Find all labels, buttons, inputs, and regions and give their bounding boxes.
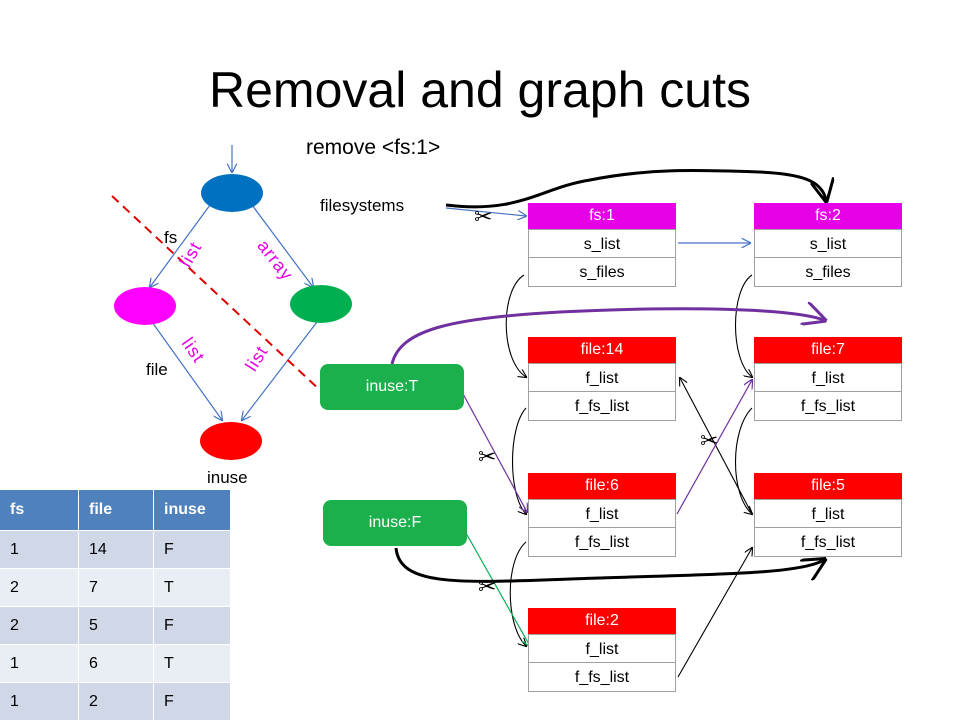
inuse-true-box: inuse:T	[320, 364, 464, 410]
filesystems-label: filesystems	[320, 196, 405, 215]
table-cell: 2	[0, 606, 79, 645]
table-cell: T	[153, 644, 231, 683]
record-field: f_list	[754, 363, 902, 392]
table-cell: 2	[78, 682, 154, 720]
scissors-icon: ✂	[478, 444, 497, 469]
table-cell: T	[153, 568, 231, 607]
table-cell: F	[153, 530, 231, 569]
table-cell: F	[153, 682, 231, 720]
record-header: file:14	[528, 337, 676, 363]
record-field: f_fs_list	[528, 528, 676, 557]
record-header: file:6	[528, 473, 676, 499]
record-field: f_fs_list	[754, 528, 902, 557]
record-field: s_list	[754, 229, 902, 258]
record-field: f_fs_list	[754, 392, 902, 421]
table-header-row: fs file inuse	[0, 490, 231, 531]
array-node	[290, 285, 352, 323]
record-field: f_fs_list	[528, 392, 676, 421]
record-field: f_list	[528, 363, 676, 392]
record-file-14: file:14 f_list f_fs_list	[528, 337, 676, 421]
page-title: Removal and graph cuts	[209, 62, 751, 118]
table-row: 1 2 F	[0, 682, 231, 720]
table-row: 1 6 T	[0, 644, 231, 683]
inuse-false-box: inuse:F	[323, 500, 467, 546]
record-header: file:5	[754, 473, 902, 499]
record-field: f_fs_list	[528, 663, 676, 692]
table-cell: 5	[78, 606, 154, 645]
table-header-cell: file	[78, 490, 154, 531]
table-row: 2 5 F	[0, 606, 231, 645]
graph-cut-line	[111, 195, 323, 393]
graph-edges	[150, 145, 318, 420]
record-file-6: file:6 f_list f_fs_list	[528, 473, 676, 557]
record-field: s_list	[528, 229, 676, 258]
record-field: f_list	[528, 634, 676, 663]
record-header: fs:2	[754, 203, 902, 229]
table-cell: 1	[0, 530, 79, 569]
record-file-7: file:7 f_list f_fs_list	[754, 337, 902, 421]
inuse-node	[200, 422, 262, 460]
record-file-5: file:5 f_list f_fs_list	[754, 473, 902, 557]
scissors-icon: ✂	[478, 574, 497, 599]
table-cell: 6	[78, 644, 154, 683]
fs-node-label: fs	[164, 228, 178, 247]
record-header: fs:1	[528, 203, 676, 229]
record-fs-1: fs:1 s_list s_files	[528, 203, 676, 287]
record-header: file:2	[528, 608, 676, 634]
table-cell: 1	[0, 682, 79, 720]
inuse-node-label: inuse	[207, 468, 248, 487]
scissors-icon: ✂	[474, 204, 493, 229]
table-header-cell: inuse	[153, 490, 231, 531]
table-cell: 14	[78, 530, 154, 569]
table-row: 2 7 T	[0, 568, 231, 607]
table-header-cell: fs	[0, 490, 79, 531]
scissors-icon: ✂	[700, 428, 719, 453]
record-file-2: file:2 f_list f_fs_list	[528, 608, 676, 692]
record-header: file:7	[754, 337, 902, 363]
remove-label: remove <fs:1>	[306, 136, 441, 159]
table-cell: F	[153, 606, 231, 645]
table-row: 1 14 F	[0, 530, 231, 569]
record-field: s_files	[754, 258, 902, 287]
record-field: f_list	[754, 499, 902, 528]
fs-node	[201, 174, 263, 212]
record-fs-2: fs:2 s_list s_files	[754, 203, 902, 287]
table-cell: 2	[0, 568, 79, 607]
file-node-label: file	[146, 360, 168, 379]
record-field: f_list	[528, 499, 676, 528]
record-field: s_files	[528, 258, 676, 287]
table-cell: 7	[78, 568, 154, 607]
file-node	[114, 287, 176, 325]
table-cell: 1	[0, 644, 79, 683]
relation-table: fs file inuse 1 14 F 2 7 T 2 5 F 1 6 T 1…	[0, 490, 231, 720]
